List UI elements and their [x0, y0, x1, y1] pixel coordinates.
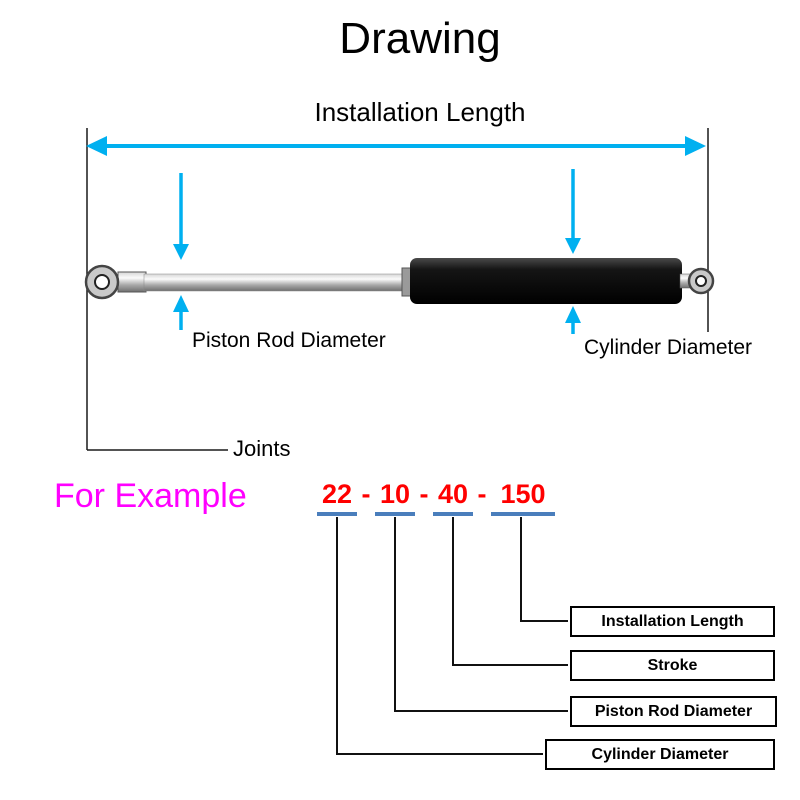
code-installation-length-value: 150	[491, 478, 555, 517]
installation-length-arrow	[86, 136, 706, 156]
callout-installation-length: Installation Length	[570, 606, 775, 637]
callout-stroke: Stroke	[570, 650, 775, 681]
cylinder-diameter-label: Cylinder Diameter	[584, 336, 753, 359]
code-separator: -	[477, 479, 487, 509]
cylinder-body	[410, 258, 682, 304]
piston-rod	[143, 273, 407, 292]
gas-strut-illustration	[84, 258, 715, 304]
leader-installation-length	[520, 517, 568, 622]
code-separator: -	[361, 479, 371, 509]
installation-length-label: Installation Length	[314, 97, 526, 127]
left-joint-hole	[94, 274, 110, 290]
joints-label: Joints	[233, 436, 291, 461]
example-callout-lines	[336, 517, 568, 755]
leader-piston-rod-diameter	[394, 517, 568, 712]
code-piston-rod-diameter-value: 10	[375, 478, 415, 517]
right-joint-hole	[695, 275, 707, 287]
leader-cylinder-diameter	[336, 517, 543, 755]
cylinder-diameter-arrows	[565, 169, 581, 334]
callout-piston-rod-diameter: Piston Rod Diameter	[570, 696, 777, 727]
example-size-code: 22 - 10 - 40 - 150	[317, 478, 555, 517]
for-example-label: For Example	[54, 477, 247, 515]
page-title: Drawing	[339, 14, 501, 63]
piston-rod-diameter-label: Piston Rod Diameter	[192, 329, 386, 352]
callout-cylinder-diameter: Cylinder Diameter	[545, 739, 775, 770]
piston-rod-diameter-arrows	[173, 173, 189, 330]
left-joint-bracket	[117, 271, 147, 293]
code-cylinder-diameter-value: 22	[317, 478, 357, 517]
leader-stroke	[452, 517, 568, 666]
code-stroke-value: 40	[433, 478, 473, 517]
code-separator: -	[419, 479, 429, 509]
